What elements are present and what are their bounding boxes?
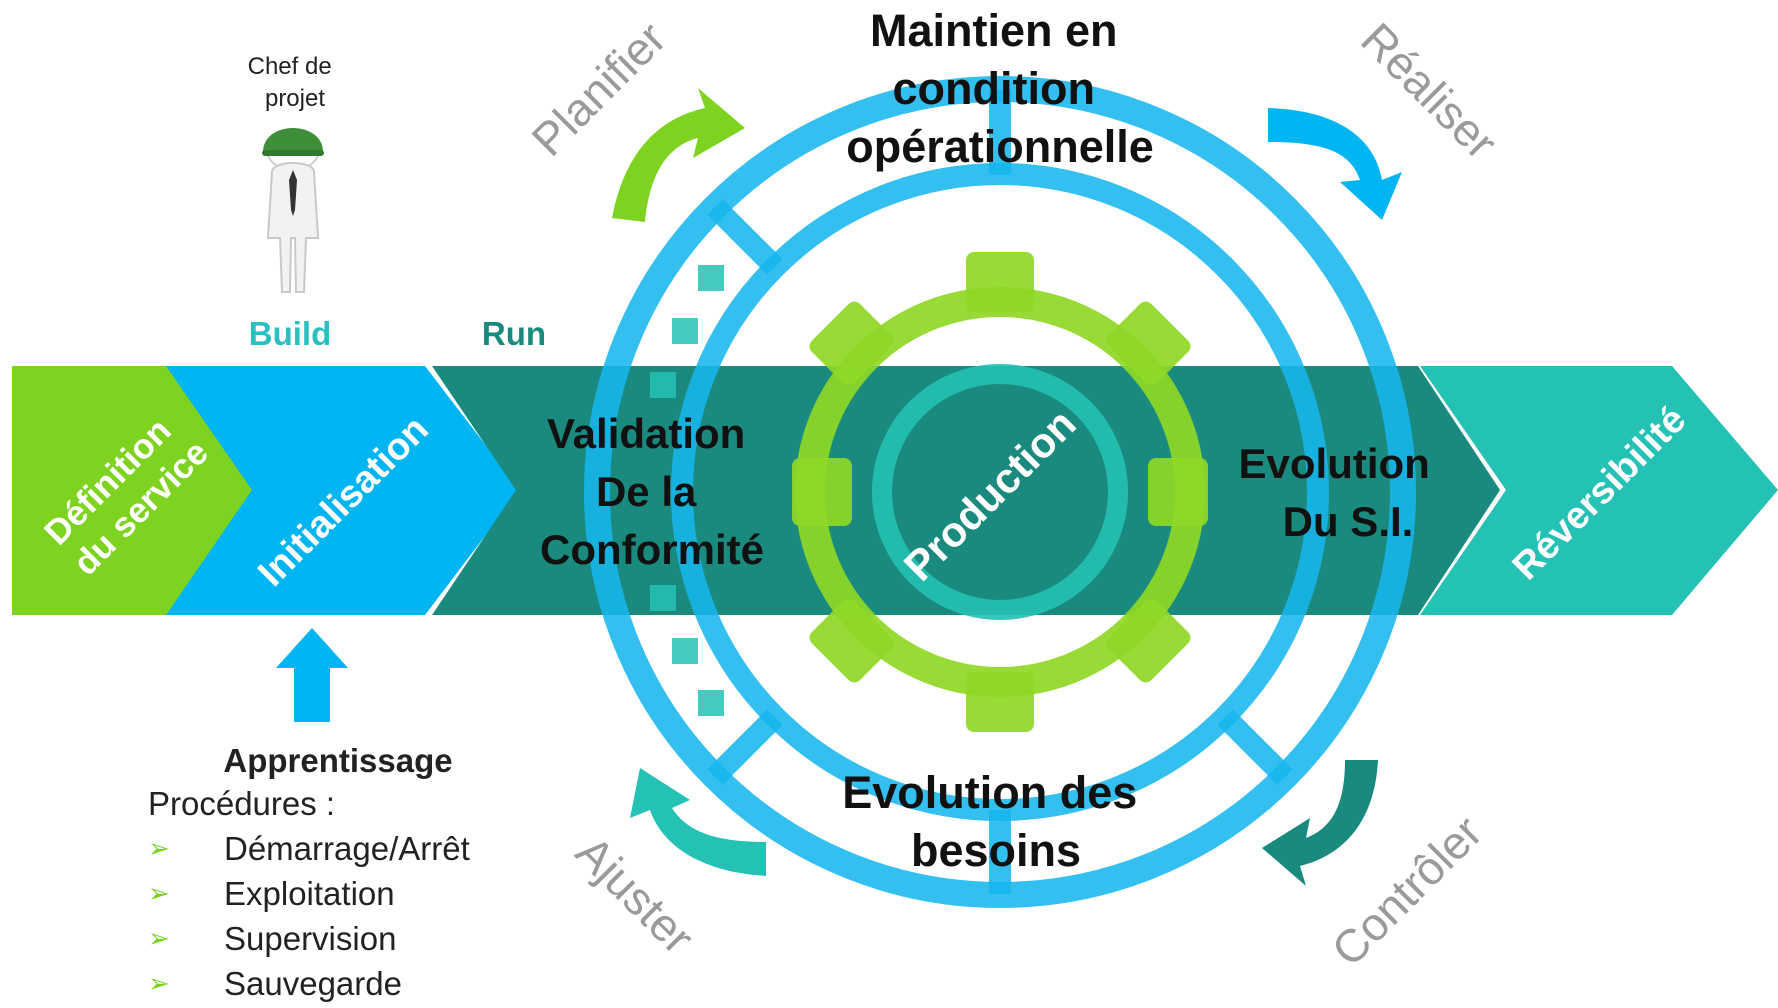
validation-label: Validation De la Conformité xyxy=(540,410,764,573)
list-item-label: Supervision xyxy=(224,920,397,957)
person-with-helmet-icon xyxy=(262,128,324,293)
build-label: Build xyxy=(249,315,331,352)
production-gear-icon xyxy=(792,252,1208,732)
ajuster-arrow-icon xyxy=(630,768,766,876)
reversibilite-chevron xyxy=(1420,366,1778,615)
list-item-label: Sauvegarde xyxy=(224,965,402,1002)
procedures-list: ➢ Démarrage/Arrêt ➢ Exploitation ➢ Super… xyxy=(148,826,568,1006)
arrow-bullet-icon: ➢ xyxy=(148,923,170,953)
chef-de-projet-label: Chef de projet xyxy=(248,53,339,112)
evolution-si-label: Evolution Du S.I. xyxy=(1239,440,1442,545)
apprentissage-block: Apprentissage Procédures : ➢ Démarrage/A… xyxy=(148,740,568,1006)
list-item: ➢ Exploitation xyxy=(148,871,568,916)
initialisation-chevron xyxy=(166,366,520,615)
cycle-bottom-label: Evolution des besoins xyxy=(842,767,1150,876)
arrow-bullet-icon: ➢ xyxy=(148,878,170,908)
cycle-ring xyxy=(584,76,1416,908)
controler-arrow-icon xyxy=(1262,760,1378,886)
apprentissage-up-arrow-icon xyxy=(276,628,348,722)
list-item: ➢ Sauvegarde xyxy=(148,961,568,1006)
realiser-arrow-icon xyxy=(1268,108,1402,220)
list-item: ➢ Démarrage/Arrêt xyxy=(148,826,568,871)
list-item-label: Exploitation xyxy=(224,875,395,912)
ring-dots xyxy=(650,265,724,716)
run-label: Run xyxy=(482,315,546,352)
arrow-bullet-icon: ➢ xyxy=(148,968,170,998)
arrow-bullet-icon: ➢ xyxy=(148,833,170,863)
apprentissage-title: Apprentissage xyxy=(223,742,453,779)
procedures-subtitle: Procédures : xyxy=(148,785,336,822)
list-item-label: Démarrage/Arrêt xyxy=(224,830,470,867)
realiser-label: Réaliser xyxy=(1351,13,1507,169)
cycle-top-label: Maintien en condition opérationnelle xyxy=(846,5,1154,172)
list-item: ➢ Supervision xyxy=(148,916,568,961)
planifier-arrow-icon xyxy=(612,88,745,222)
